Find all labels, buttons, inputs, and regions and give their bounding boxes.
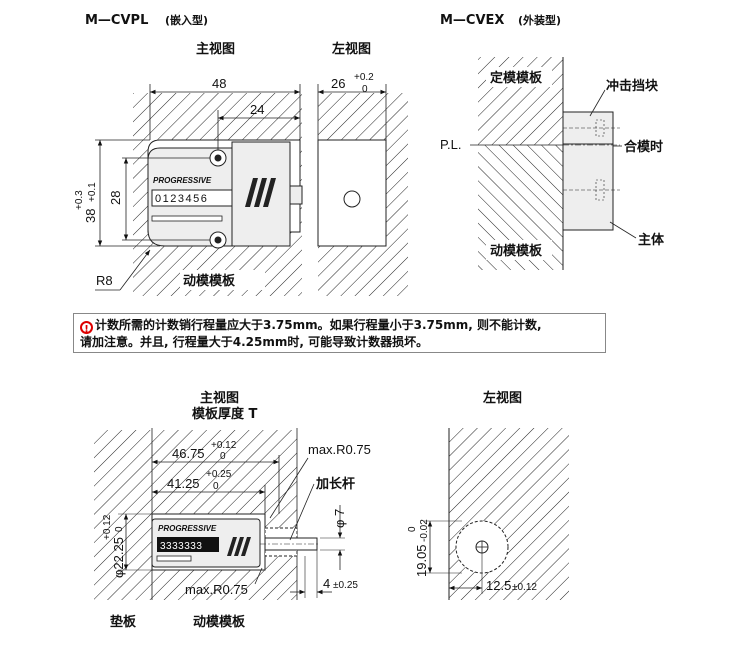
bl-counter-digits: 3333333 (160, 541, 202, 552)
bl-dim-a-tol-upper: +0.12 (211, 440, 237, 451)
bl-dim-vertical-tol-upper: +0.12 (102, 514, 113, 540)
bl-dim-pin-tol: ±0.25 (333, 580, 358, 591)
br-dim-horizontal-tol: ±0.12 (512, 582, 537, 593)
cvex-moving-plate-label: 动模模板 (490, 243, 543, 259)
cvpl-dim-half: 24 (250, 102, 264, 117)
warning-note-line2: 请加注意。并且, 行程量大于4.25mm时, 可能导致计数器损坏。 (80, 335, 429, 349)
bl-dim-vertical: φ22.25 (111, 537, 126, 578)
br-side-view-label: 左视图 (483, 390, 522, 406)
cvex-body-label: 主体 (638, 232, 665, 248)
cvpl-dim-depth-tol-upper: +0.2 (354, 72, 374, 83)
bottom-side-section: 左视图 19.05 0 -0.02 12.5 ±0.12 (407, 390, 569, 600)
cvpl-plate-label-bg (180, 270, 265, 290)
cvpl-dim-height: 28 (108, 191, 123, 205)
bl-dim-vertical-tol-lower: 0 (114, 526, 125, 532)
cvpl-dim-outer-tol-upper: +0.3 (74, 190, 85, 210)
cvpl-front-view-label: 主视图 (196, 41, 235, 57)
bl-radius-top: max.R0.75 (308, 442, 371, 457)
cvex-stopper-label: 冲击挡块 (606, 78, 659, 94)
bl-backing-plate-label: 垫板 (110, 614, 137, 630)
bl-moving-plate-label: 动模模板 (193, 614, 246, 630)
br-plate-hatch (449, 428, 569, 600)
br-dim-horizontal: 12.5 (486, 578, 511, 593)
cvex-closing-label: 合模时 (624, 139, 663, 155)
bl-brand: PROGRESSIVE (158, 524, 217, 533)
cvex-section: M—CVEX (外装型) 定模模板 动模模板 P.L. 冲击挡块 合模时 主体 (440, 13, 665, 270)
cvpl-pin (289, 185, 303, 205)
warning-icon: ! (80, 321, 93, 335)
cvpl-counter-plate (151, 215, 223, 222)
bl-dim-b-tol-upper: +0.25 (206, 469, 232, 480)
cvpl-dim-outer: 38 (83, 209, 98, 223)
bl-dim-a: 46.75 (172, 446, 205, 461)
cvpl-side-view-label: 左视图 (332, 41, 371, 57)
bl-dim-b: 41.25 (167, 476, 200, 491)
cvpl-dim-outer-tol-lower: +0.1 (87, 182, 98, 202)
cvpl-counter-window (151, 189, 233, 207)
cvpl-dim-width: 48 (212, 76, 226, 91)
br-dim-vertical-tol-lower: -0.02 (419, 519, 430, 542)
cvpl-plate-label: 动模模板 (183, 273, 236, 289)
bl-backing-plate-hatch (94, 430, 152, 600)
cvpl-side-pin-icon (343, 190, 361, 208)
cvpl-dim-depth-tol-lower: 0 (362, 84, 368, 95)
cvpl-title: M—CVPL (85, 13, 148, 28)
warning-note: !计数所需的计数销行程量应大于3.75mm。如果行程量小于3.75mm, 则不能… (73, 313, 606, 353)
bl-dim-b-tol-lower: 0 (213, 481, 219, 492)
warning-note-line1: 计数所需的计数销行程量应大于3.75mm。如果行程量小于3.75mm, 则不能计… (95, 318, 542, 332)
cvex-title: M—CVEX (440, 13, 504, 28)
bl-front-view-label: 主视图 (200, 390, 239, 406)
cvpl-radius-label: R8 (96, 273, 113, 288)
cvex-pl-label: P.L. (440, 137, 461, 152)
bl-counter-window (157, 537, 219, 552)
bl-dim-a-tol-lower: 0 (220, 451, 226, 462)
cvex-fixed-plate-label: 定模模板 (489, 70, 543, 86)
bl-logo-icon (227, 537, 251, 556)
bottom-front-section: 主视图 模板厚度 T PROGRESSIVE 3333333 46.75 +0.… (94, 390, 371, 630)
bl-thickness-label: 模板厚度 T (192, 406, 258, 422)
cvpl-dim-depth: 26 (331, 76, 345, 91)
cvpl-title-note: (嵌入型) (165, 13, 208, 27)
cvpl-logo-icon (245, 178, 276, 207)
br-dim-vertical-tol-upper: 0 (407, 526, 418, 532)
bl-dim-phi: φ 7 (332, 509, 347, 528)
bl-dim-pin: 4 (323, 576, 330, 591)
bl-extension-rod-label: 加长杆 (315, 476, 355, 492)
bl-radius-bottom: max.R0.75 (185, 582, 248, 597)
cvpl-section: M—CVPL (嵌入型) 主视图 左视图 PROGRESSIVE 0123456… (74, 13, 408, 296)
br-dim-vertical: 19.05 (414, 544, 429, 577)
cvpl-brand: PROGRESSIVE (153, 176, 212, 185)
cvex-title-note: (外装型) (518, 13, 561, 27)
cvpl-counter-digits: 0123456 (155, 193, 208, 205)
cvex-moving-plate-hatch (478, 145, 563, 270)
